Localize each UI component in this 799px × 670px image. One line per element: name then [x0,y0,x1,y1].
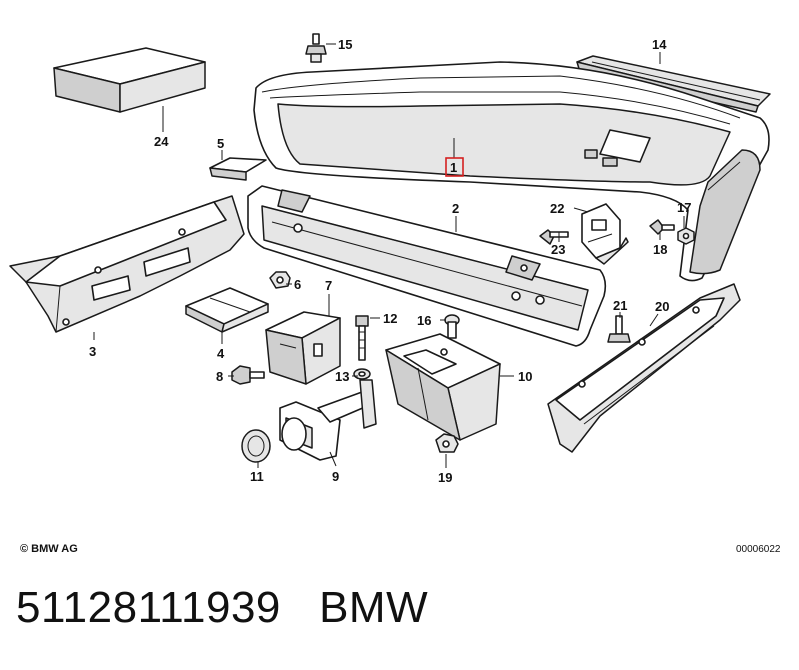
part-8-bolt [231,365,265,385]
callout-16: 16 [417,313,431,328]
part-6-nut [269,271,291,289]
callout-8: 8 [216,369,223,384]
callout-7: 7 [325,278,332,293]
callout-9: 9 [332,469,339,484]
callout-19: 19 [438,470,452,485]
part-19-nut [435,433,459,453]
callout-21: 21 [613,298,627,313]
callout-13: 13 [335,369,349,384]
callout-23: 23 [551,242,565,257]
part-18-screw [649,219,675,235]
callout-1-highlight [445,157,464,177]
part-13-washer [353,368,371,380]
callout-6: 6 [294,277,301,292]
part-16-pin [444,314,460,339]
part-7-mount [265,311,341,385]
part-20-side-bracket [547,283,741,453]
callout-18: 18 [653,242,667,257]
part-1-bumper-cover [253,61,770,282]
part-caption: 51128111939 BMW [16,583,428,633]
part-11-cap [241,429,271,463]
callout-17: 17 [677,200,691,215]
callout-1: 1 [450,160,457,175]
callout-22: 22 [550,201,564,216]
callout-15: 15 [338,37,352,52]
callout-11: 11 [250,469,264,484]
part-12-bolt [355,315,369,361]
callout-4: 4 [217,346,225,361]
part-10-bracket [385,333,501,441]
callout-5: 5 [217,136,224,151]
brand-name: BMW [319,583,429,632]
part-4-plate [185,287,269,333]
part-24-box [53,47,206,113]
callout-24: 24 [154,134,169,149]
part-21-screw [607,315,631,343]
copyright-text: © BMW AG [20,543,78,555]
part-5-clip [209,157,267,181]
drawing-reference: 00006022 [736,544,781,555]
part-22-bracket [581,203,629,265]
callout-2: 2 [452,201,459,216]
part-9-absorber [279,379,377,461]
callout-10: 10 [518,369,532,384]
callout-20: 20 [655,299,669,314]
part-number: 51128111939 [16,583,281,632]
leader-lines [93,43,685,468]
callout-12: 12 [383,311,397,326]
callout-3: 3 [89,344,96,359]
part-2-carrier [247,185,607,347]
part-3-bracket [9,195,245,333]
part-15-bolt [305,33,327,63]
part-17-nut [677,227,695,245]
callout-14: 14 [652,37,667,52]
